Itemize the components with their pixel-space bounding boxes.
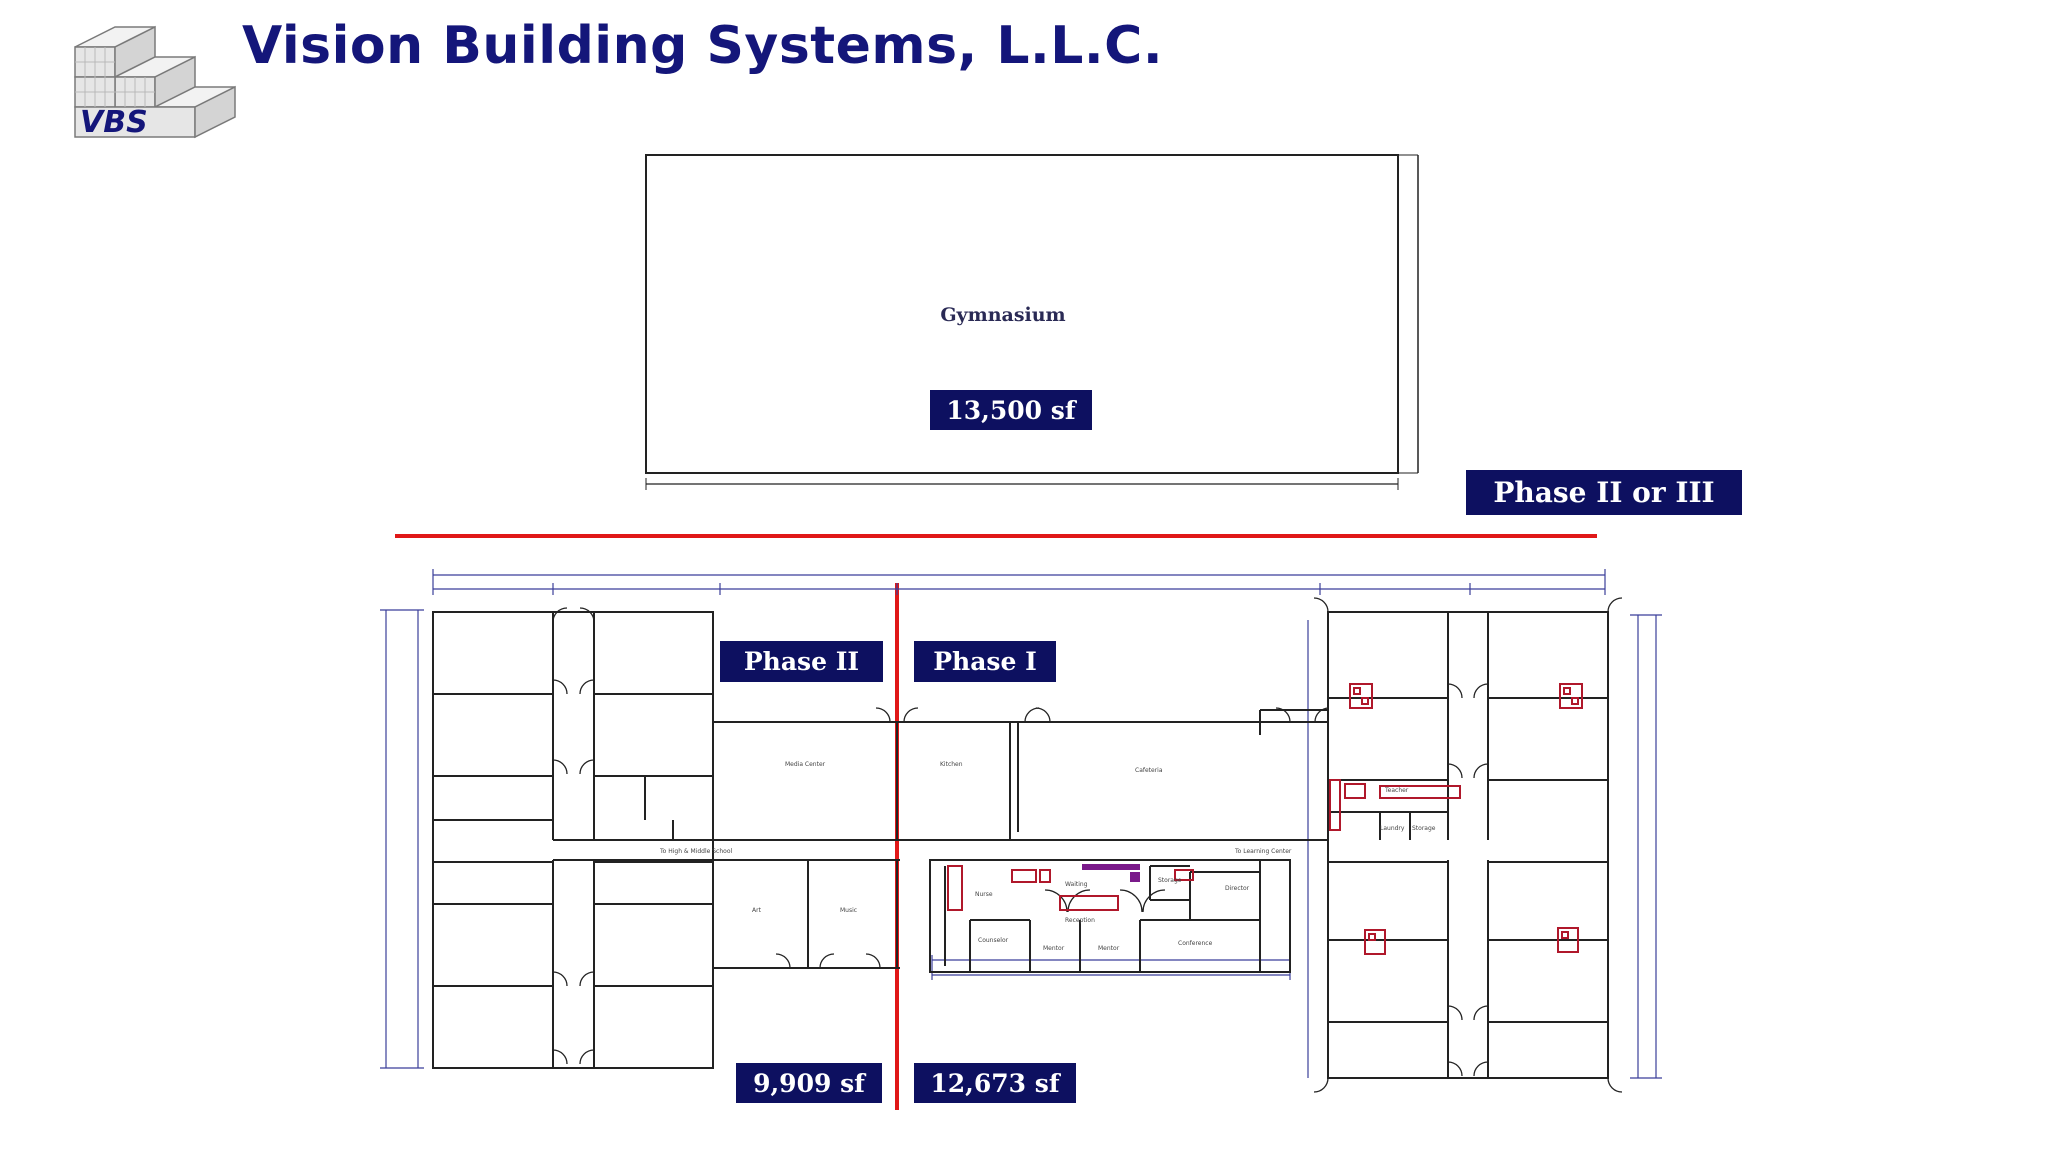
fixtures — [947, 683, 1583, 955]
svg-text:Reception: Reception — [1065, 917, 1095, 924]
phase-2-box: Phase II — [720, 641, 883, 682]
svg-text:Teacher: Teacher — [1384, 787, 1409, 794]
svg-text:Nurse: Nurse — [975, 891, 993, 898]
svg-text:Mentor: Mentor — [1098, 945, 1120, 952]
phase-2-or-3-box: Phase II or III — [1466, 470, 1742, 515]
gymnasium-label: Gymnasium — [940, 304, 1065, 326]
svg-text:Storage: Storage — [1158, 877, 1182, 884]
svg-text:Director: Director — [1225, 885, 1250, 892]
svg-text:To Learning Center: To Learning Center — [1234, 848, 1292, 855]
svg-text:To High & Middle School: To High & Middle School — [659, 848, 732, 855]
door-swings — [552, 597, 1623, 1093]
svg-text:Music: Music — [840, 907, 857, 914]
company-title: Vision Building Systems, L.L.C. — [242, 16, 1164, 76]
gymnasium-outline — [645, 154, 1419, 490]
purple-fixtures — [1082, 864, 1140, 882]
phase-1-area-box: 12,673 sf — [914, 1063, 1076, 1103]
vbs-logo: VBS — [74, 25, 236, 140]
dimension-lines — [380, 569, 1662, 1079]
svg-text:Kitchen: Kitchen — [940, 761, 963, 768]
svg-text:Waiting: Waiting — [1065, 881, 1088, 888]
svg-text:Storage: Storage — [1412, 825, 1436, 832]
logo-text: VBS — [80, 105, 148, 140]
svg-text:Laundry: Laundry — [1380, 825, 1405, 832]
svg-text:Mentor: Mentor — [1043, 945, 1065, 952]
svg-text:Counselor: Counselor — [978, 937, 1009, 944]
svg-text:Media Center: Media Center — [785, 761, 826, 768]
building-walls — [432, 611, 1609, 1079]
phase-2-area-box: 9,909 sf — [736, 1063, 882, 1103]
phase-1-box: Phase I — [914, 641, 1056, 682]
gymnasium-area-box: 13,500 sf — [930, 390, 1092, 430]
svg-text:Cafeteria: Cafeteria — [1135, 767, 1163, 774]
svg-text:Art: Art — [752, 907, 762, 914]
svg-text:Conference: Conference — [1178, 940, 1213, 947]
